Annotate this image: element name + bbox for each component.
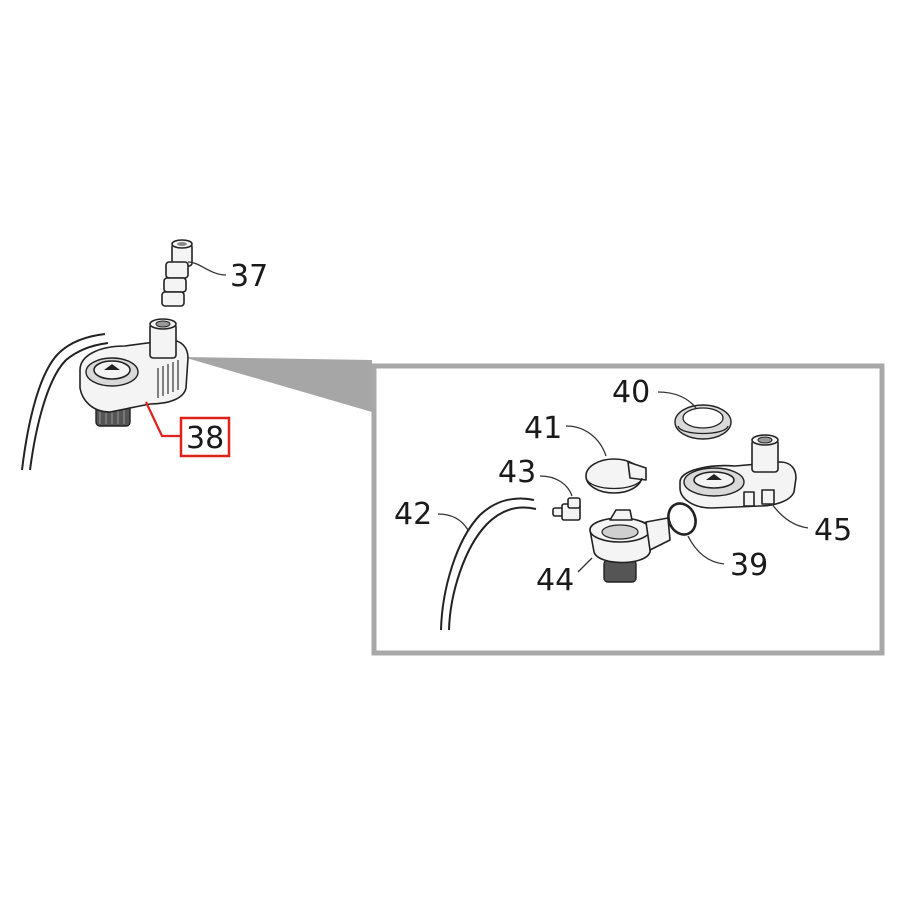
part-37-fitting: [161, 239, 193, 307]
leader-39: [687, 535, 725, 565]
callout-43: 43: [498, 455, 536, 490]
inset-connector-wedge: [183, 357, 372, 412]
callout-41: 41: [524, 411, 562, 446]
callout-38-box: [179, 416, 231, 458]
leader-44: [577, 557, 593, 573]
callout-44: 44: [536, 563, 574, 598]
callout-39: 39: [730, 548, 768, 583]
leader-43: [539, 475, 573, 497]
part-42-tube: [440, 497, 537, 631]
callout-38: 38: [186, 421, 224, 456]
leader-45: [771, 503, 809, 529]
leader-40: [657, 391, 697, 409]
part-41-cap: [585, 458, 647, 494]
part-40-ring: [674, 404, 732, 440]
leader-42: [437, 513, 469, 531]
callout-40: 40: [612, 375, 650, 410]
leader-41: [565, 425, 607, 457]
leader-38: [145, 401, 180, 438]
part-38-assembly: [21, 318, 189, 471]
part-44-base: [589, 509, 671, 583]
part-45-housing: [679, 434, 797, 509]
leader-37: [187, 261, 227, 276]
callout-37: 37: [230, 259, 268, 294]
part-43-elbow: [552, 497, 581, 521]
callout-42: 42: [394, 497, 432, 532]
callout-45: 45: [814, 513, 852, 548]
part-39-oring: [667, 502, 697, 536]
